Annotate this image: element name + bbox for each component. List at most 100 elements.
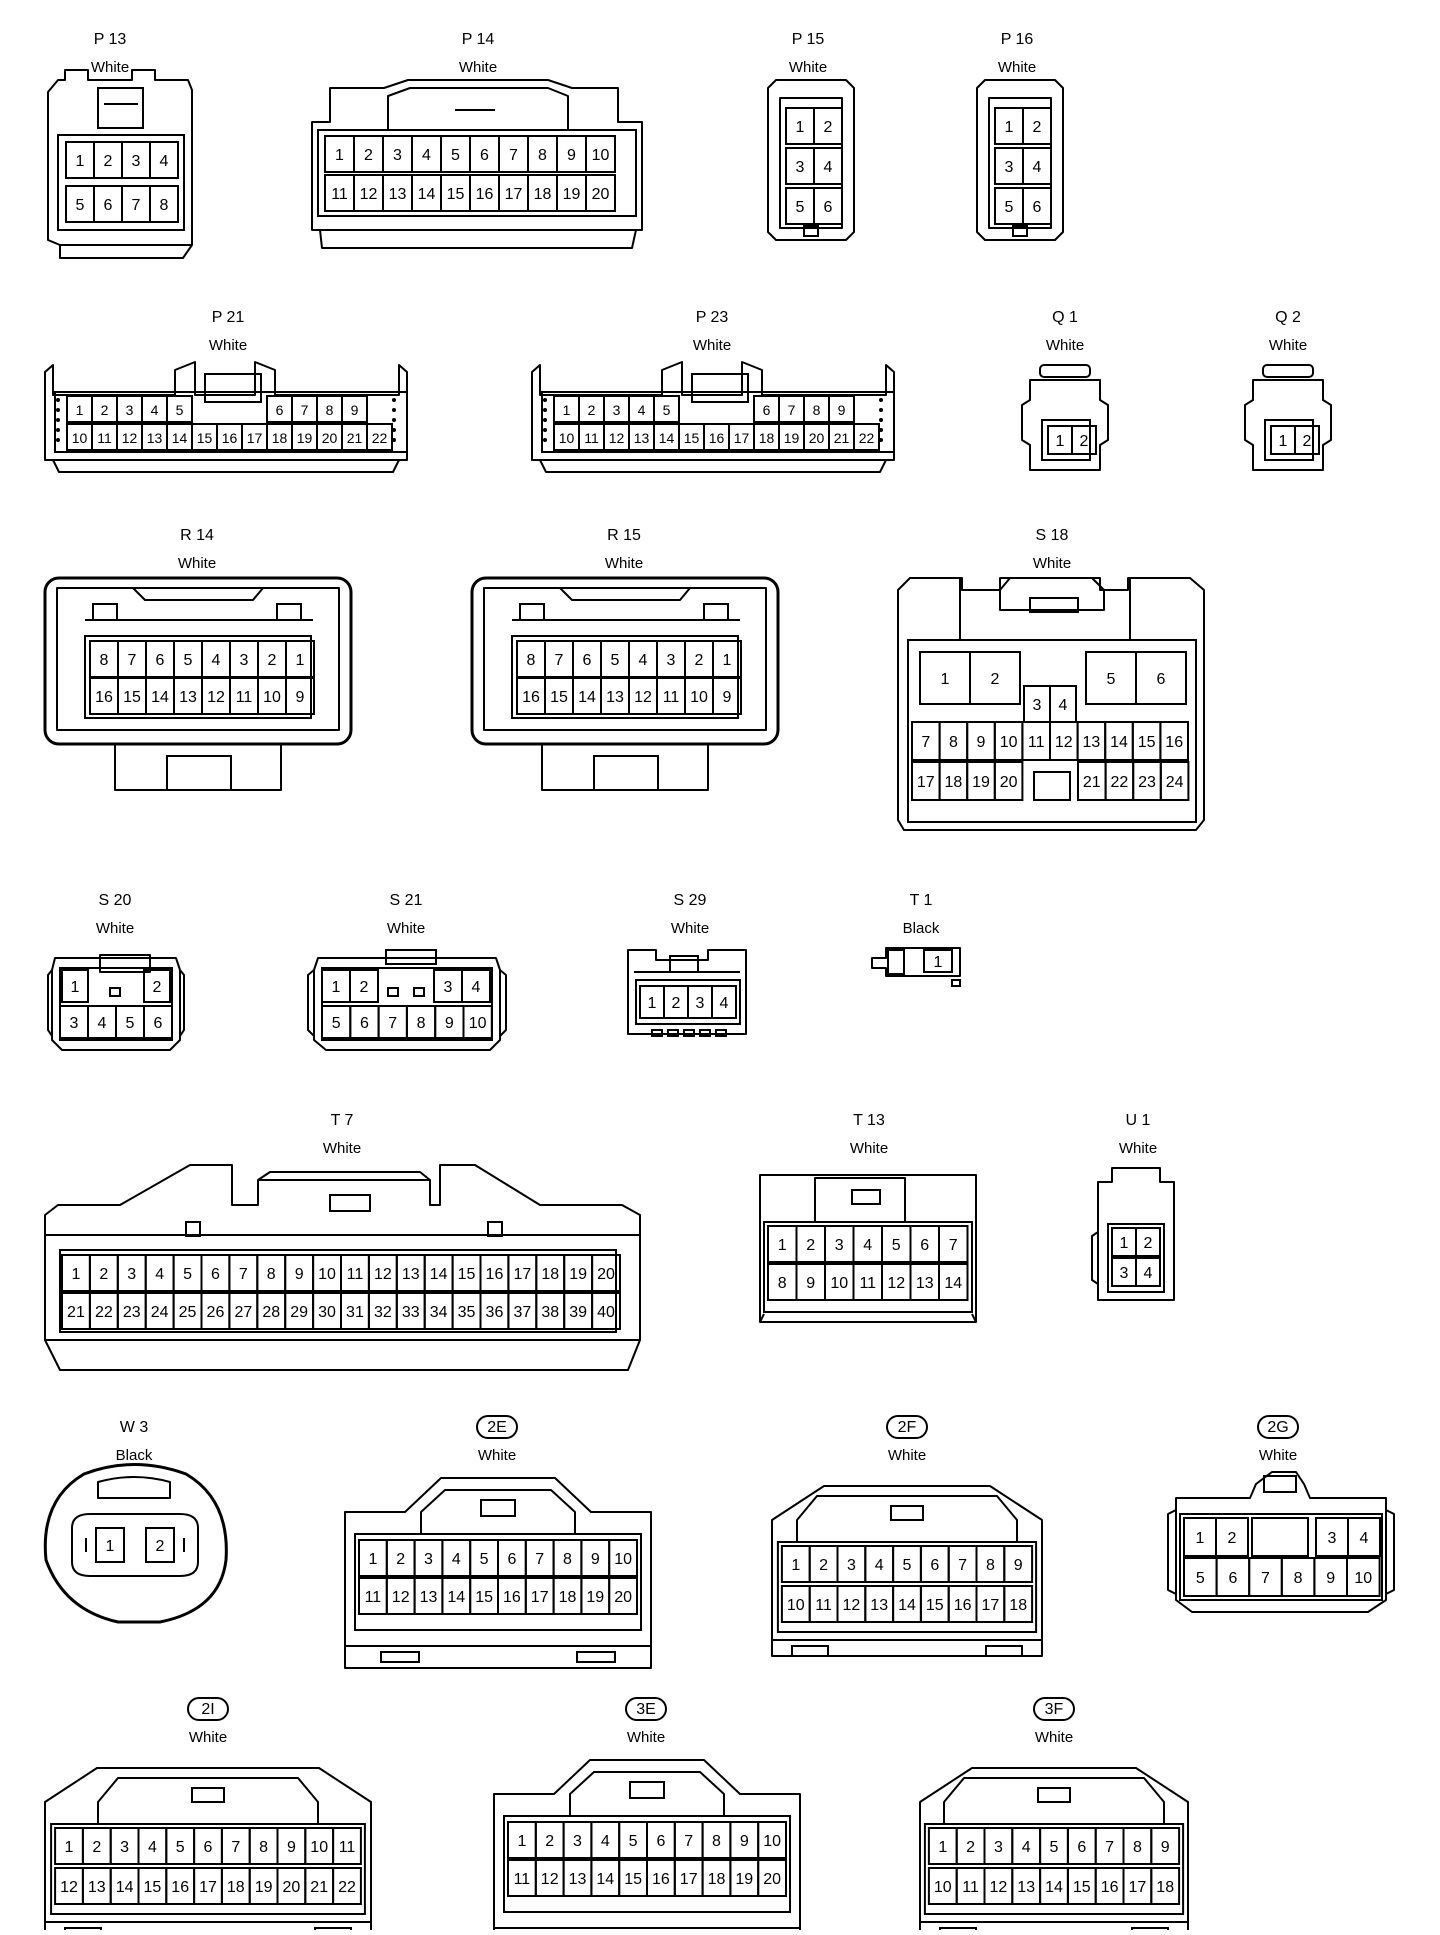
connector-p21-pin: 1 bbox=[76, 402, 84, 418]
connector-p13-pin: 3 bbox=[132, 153, 141, 170]
connector-r14-pin: 15 bbox=[123, 689, 141, 706]
connector-p21-pin: 2 bbox=[101, 402, 109, 418]
connector-3e-pin: 6 bbox=[656, 1833, 665, 1850]
connector-t13-pin: 11 bbox=[859, 1275, 876, 1292]
connector-2f-pin: 13 bbox=[870, 1597, 888, 1614]
connector-2e-pin: 15 bbox=[475, 1589, 493, 1606]
connector-2e-pin: 14 bbox=[447, 1589, 465, 1606]
connector-t7-pin: 16 bbox=[486, 1266, 504, 1283]
connector-r15-pin: 5 bbox=[611, 652, 620, 669]
connector-p23-pin: 4 bbox=[638, 402, 646, 418]
connector-t13-pin: 13 bbox=[916, 1275, 934, 1292]
connector-u1-pin: 3 bbox=[1120, 1265, 1129, 1282]
connector-2e-pin: 3 bbox=[424, 1551, 433, 1568]
connector-q1-pin: 1 bbox=[1056, 433, 1065, 450]
connector-p16-pin: 3 bbox=[1005, 159, 1014, 176]
connector-3f-pin: 8 bbox=[1133, 1839, 1142, 1856]
connector-p21-pin: 14 bbox=[172, 430, 188, 446]
connector-p21-pin: 7 bbox=[301, 402, 309, 418]
connector-p23-pin: 2 bbox=[588, 402, 596, 418]
connector-s29-color: White bbox=[671, 920, 709, 937]
connector-3e-pin: 8 bbox=[712, 1833, 721, 1850]
connector-r15-pin: 10 bbox=[690, 689, 708, 706]
connector-s21-pin: 6 bbox=[360, 1015, 369, 1032]
connector-p14-pin: 12 bbox=[360, 186, 378, 203]
connector-2i-id-badge bbox=[187, 1697, 229, 1721]
connector-u1-color: White bbox=[1119, 1140, 1157, 1157]
connector-2i-pin: 8 bbox=[259, 1839, 268, 1856]
connector-2i-pin: 2 bbox=[92, 1839, 101, 1856]
connector-q2-pin: 2 bbox=[1303, 433, 1312, 450]
connector-2e-pin: 11 bbox=[365, 1589, 382, 1606]
connector-p14-pin: 8 bbox=[538, 147, 547, 164]
connector-3e-pin: 5 bbox=[629, 1833, 638, 1850]
connector-t13-pin: 2 bbox=[806, 1237, 815, 1254]
connector-3f-pin: 4 bbox=[1022, 1839, 1031, 1856]
connector-p23-pin: 21 bbox=[834, 430, 850, 446]
connector-t1-id: T 1 bbox=[910, 892, 933, 909]
connector-r14-pin: 5 bbox=[184, 652, 193, 669]
connector-r14-pin: 13 bbox=[179, 689, 197, 706]
connector-p23-pin: 17 bbox=[734, 430, 750, 446]
connector-3f-pin: 16 bbox=[1101, 1879, 1119, 1896]
connector-2e-pin: 20 bbox=[614, 1589, 632, 1606]
connector-3f-pin: 5 bbox=[1050, 1839, 1059, 1856]
connector-p14-pin: 10 bbox=[592, 147, 610, 164]
connector-s21-pin: 7 bbox=[388, 1015, 397, 1032]
connector-2i-pin: 22 bbox=[338, 1879, 356, 1896]
connector-s18-pin: 2 bbox=[991, 671, 1000, 688]
connector-s21-pin: 9 bbox=[445, 1015, 454, 1032]
connector-t7-pin: 39 bbox=[569, 1304, 587, 1321]
connector-3e-pin: 4 bbox=[601, 1833, 610, 1850]
connector-p14-pin: 3 bbox=[393, 147, 402, 164]
connector-2i-pin: 10 bbox=[310, 1839, 328, 1856]
connector-2i-pin: 21 bbox=[310, 1879, 328, 1896]
connector-p23-pin: 3 bbox=[613, 402, 621, 418]
connector-p13-pin: 6 bbox=[104, 197, 113, 214]
connector-2e-pin: 5 bbox=[480, 1551, 489, 1568]
connector-s18-pin: 1 bbox=[941, 671, 950, 688]
connector-p21-pin: 21 bbox=[347, 430, 363, 446]
connector-t13-color: White bbox=[850, 1140, 888, 1157]
connector-s18-pin: 17 bbox=[917, 774, 935, 791]
connector-2f-pin: 4 bbox=[875, 1557, 884, 1574]
connector-r15-pin: 2 bbox=[695, 652, 704, 669]
connector-3e-color: White bbox=[627, 1729, 665, 1746]
connector-3f-pin: 2 bbox=[966, 1839, 975, 1856]
connector-r14-id: R 14 bbox=[180, 527, 214, 544]
connector-t7-pin: 15 bbox=[458, 1266, 476, 1283]
connector-s21-pin: 5 bbox=[332, 1015, 341, 1032]
connector-r15-pin: 7 bbox=[555, 652, 564, 669]
connector-p13-pin: 4 bbox=[160, 153, 169, 170]
connector-p14-pin: 2 bbox=[364, 147, 373, 164]
connector-p14-pin: 1 bbox=[335, 147, 344, 164]
connector-s18-pin: 16 bbox=[1165, 734, 1183, 751]
connector-2e-pin: 10 bbox=[614, 1551, 632, 1568]
connector-p14-pin: 9 bbox=[567, 147, 576, 164]
connector-2e-pin: 16 bbox=[503, 1589, 521, 1606]
connector-p21-pin: 20 bbox=[322, 430, 338, 446]
connector-p13-pin: 1 bbox=[76, 153, 85, 170]
connector-t7-pin: 23 bbox=[123, 1304, 141, 1321]
connector-3e-id: 3E bbox=[636, 1701, 656, 1718]
connector-t13-pin: 9 bbox=[806, 1275, 815, 1292]
connector-2g-pin: 7 bbox=[1261, 1570, 1270, 1587]
connector-2e-pin: 1 bbox=[368, 1551, 377, 1568]
connector-t7-pin: 26 bbox=[207, 1304, 225, 1321]
connector-p15-id: P 15 bbox=[792, 31, 825, 48]
connector-2g-color: White bbox=[1259, 1447, 1297, 1464]
connector-p14-pin: 5 bbox=[451, 147, 460, 164]
connector-t7-pin: 12 bbox=[374, 1266, 392, 1283]
connector-t7-pin: 4 bbox=[155, 1266, 164, 1283]
connector-2i-pin: 4 bbox=[148, 1839, 157, 1856]
connector-s21-pin: 8 bbox=[417, 1015, 426, 1032]
connector-t7-pin: 9 bbox=[295, 1266, 304, 1283]
connector-p13-pin: 8 bbox=[160, 197, 169, 214]
connector-s18-pin: 3 bbox=[1033, 697, 1042, 714]
